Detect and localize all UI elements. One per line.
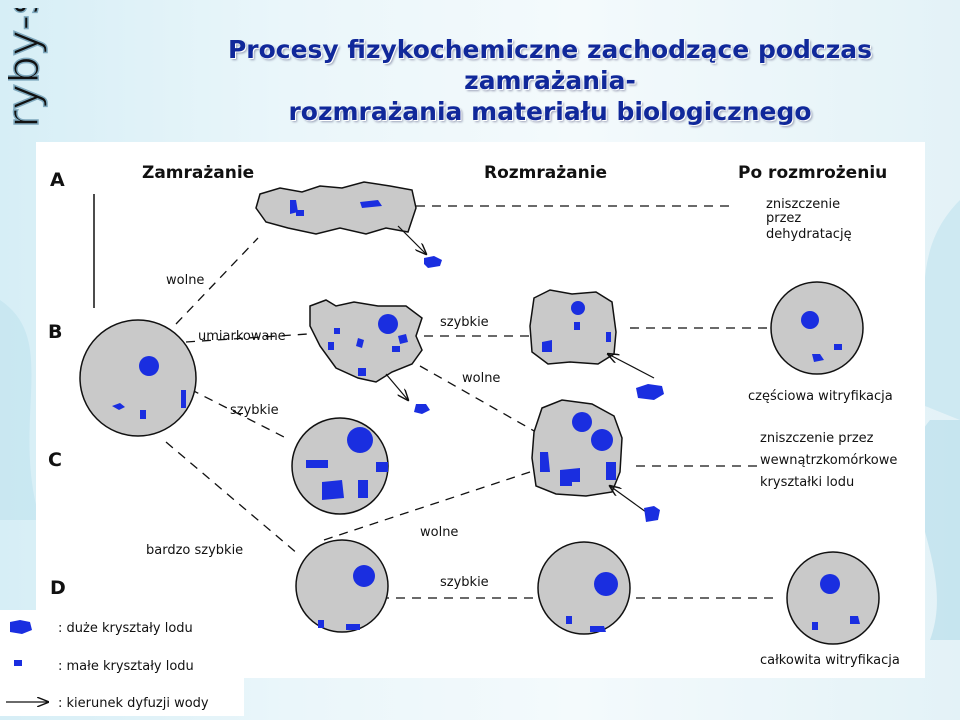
cell-d-final [786,551,880,645]
label-umiarkowane: umiarkowane [198,329,286,344]
label-szybkie-d-thaw: szybkie [440,575,489,590]
legend-arrow: : kierunek dyfuzji wody [6,696,209,711]
cell-b-final [770,281,864,375]
label-wolne-c-thaw: wolne [420,525,458,540]
label-szybkie-c: szybkie [230,403,279,418]
label-wolne-a: wolne [166,273,204,288]
label-szybkie-b-thaw: szybkie [440,315,489,330]
cell-original [79,319,197,437]
legend-large-crystals: : duże kryształy lodu [10,620,193,636]
svg-text:kryształki lodu: kryształki lodu [760,475,854,490]
header-freezing: Zamrażanie [142,163,254,183]
outcome-c: zniszczenie przez wewnątrzkomórkowe krys… [760,431,897,490]
label-wolne-b-thaw: wolne [462,371,500,386]
svg-text:ryby-spo: ryby-spo [8,8,49,128]
header-after-thawing: Po rozmrożeniu [738,163,887,183]
svg-text:zniszczenie przez: zniszczenie przez [760,431,874,446]
legend-large-label: : duże kryształy lodu [58,621,193,636]
title-line-2: rozmrażania materiału biologicznego [288,97,812,126]
page-title: Procesy fizykochemiczne zachodzące podcz… [150,34,950,127]
cell-b-thawed [529,289,664,400]
cell-b-frozen [309,299,430,414]
freeze-thaw-diagram: Zamrażanie Rozmrażanie Po rozmrożeniu A … [48,163,900,668]
row-label-b: B [48,321,62,343]
logo: ryby-spo [8,8,50,129]
outcome-d: całkowita witryfikacja [760,653,900,668]
legend-small-label: : małe kryształy lodu [58,659,194,674]
svg-text:wewnątrzkomórkowe: wewnątrzkomórkowe [760,453,897,468]
outcome-a: zniszczenie przez dehydratację [766,197,852,242]
label-bardzo-szybkie: bardzo szybkie [146,543,243,558]
svg-text:dehydratację: dehydratację [766,227,852,242]
legend-arrow-label: : kierunek dyfuzji wody [58,696,209,711]
cell-c-frozen [291,417,389,515]
diagram-panel: Zamrażanie Rozmrażanie Po rozmrożeniu A … [36,142,925,678]
cell-c-thawed [531,399,660,522]
row-label-c: C [48,449,62,471]
legend-small-crystals: : małe kryształy lodu [14,659,194,674]
transition-lines [165,205,778,599]
title-line-1: Procesy fizykochemiczne zachodzące podcz… [227,35,873,95]
svg-text:przez: przez [766,211,801,226]
legend: : duże kryształy lodu : małe kryształy l… [0,610,244,716]
cell-d-frozen [295,539,389,633]
row-label-d: D [50,577,66,599]
header-thawing: Rozmrażanie [484,163,607,183]
svg-text:zniszczenie: zniszczenie [766,197,840,212]
row-label-a: A [50,169,65,191]
cell-d-thawed [537,541,631,635]
outcome-b: częściowa witryfikacja [748,389,893,404]
cell-a-dehydrated [255,181,442,268]
